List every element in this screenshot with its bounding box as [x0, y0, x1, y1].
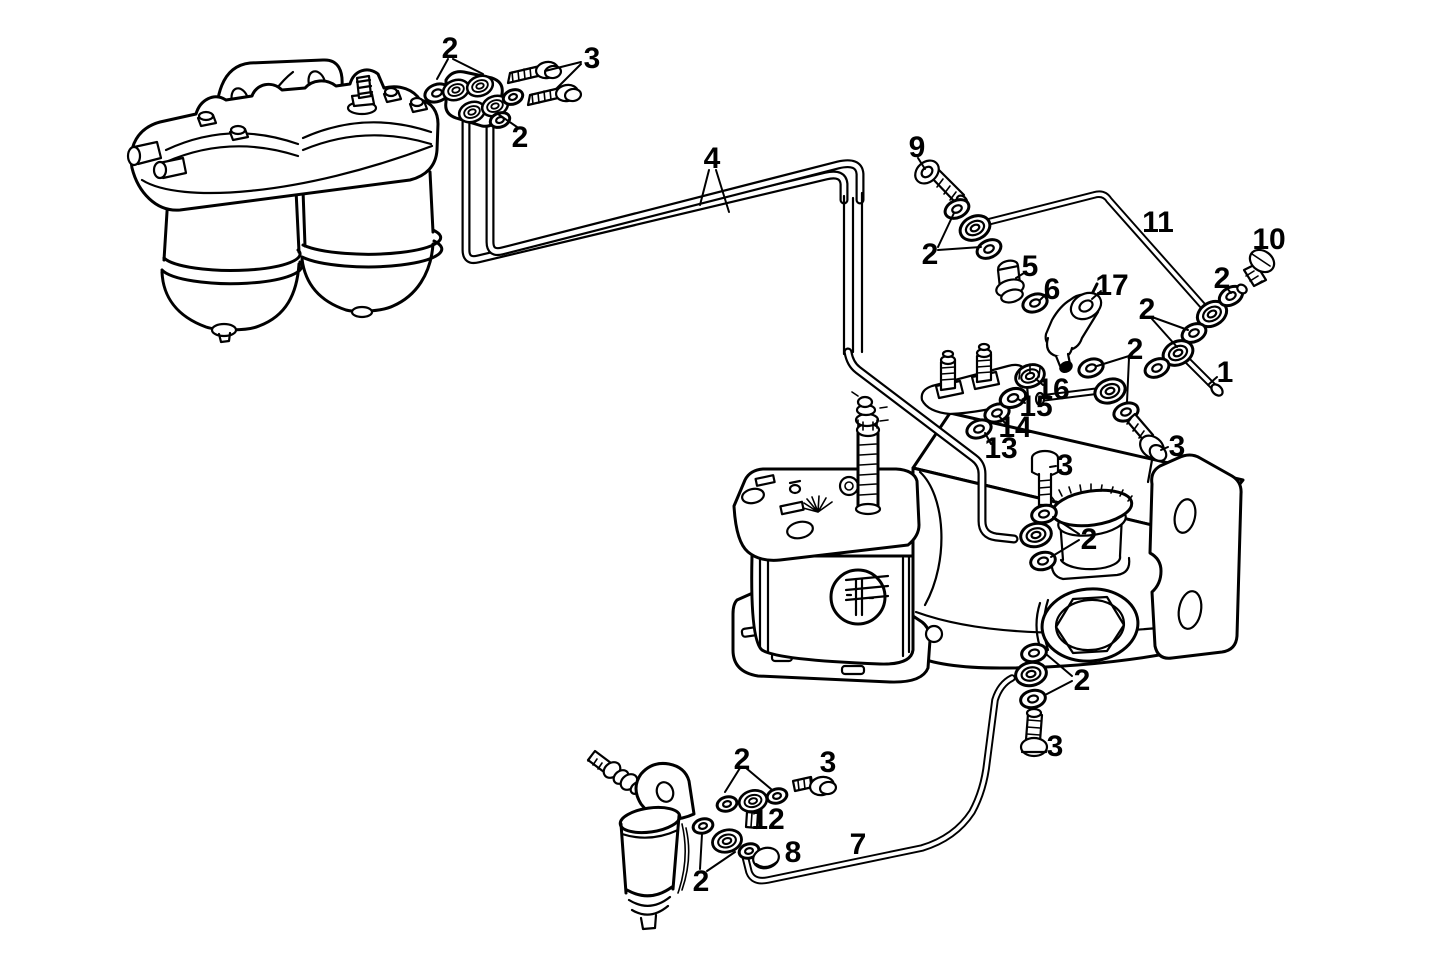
filter-canister-right [300, 170, 444, 319]
callout-label: 3 [820, 746, 837, 779]
link-pipe [1034, 387, 1102, 407]
sealing-washer [499, 85, 527, 109]
banjo-eye [1090, 373, 1130, 409]
callout-label: 11 [1142, 206, 1174, 239]
callout-label: 2 [442, 32, 459, 65]
prefilter-body [618, 805, 690, 931]
callout-labels: 2 3 2 4 9 11 10 2 5 2 6 17 2 2 16 1 15 1… [442, 32, 1286, 898]
banjo-bolt-3-prefilter [791, 775, 838, 797]
callout-label: 2 [1214, 262, 1231, 295]
leader-lines [436, 58, 1232, 872]
governor-housing [731, 467, 944, 684]
connector-12 [735, 786, 771, 830]
overflow-valve-17 [1044, 282, 1103, 374]
callout-label: 2 [922, 238, 939, 271]
callout-label: 2 [1127, 333, 1144, 366]
sealing-washer [1017, 686, 1049, 712]
fuel-pipe-7 [740, 674, 1016, 885]
callout-label: 16 [1036, 373, 1069, 406]
callout-label: 17 [1095, 269, 1128, 302]
callout-label: 12 [751, 803, 784, 836]
banjo-bolt-3a [506, 60, 563, 85]
plug-screw-10 [1236, 248, 1276, 295]
banjo-bolt-3-lower [1019, 707, 1049, 758]
callout-label: 3 [1057, 449, 1074, 482]
callout-label: 10 [1252, 223, 1285, 256]
callout-label: 7 [850, 828, 867, 861]
callout-label: 5 [1022, 250, 1039, 283]
sealing-washer [1074, 354, 1108, 382]
pump-mounting-flange [1146, 453, 1243, 660]
callout-label: 6 [1044, 273, 1061, 306]
return-pipe-11 [976, 190, 1207, 310]
callout-label: 2 [693, 865, 710, 898]
filter-head-bolts [196, 74, 429, 142]
sealing-washer [690, 815, 716, 837]
fuel-pipes-4 [461, 113, 1019, 544]
filter-canister-left [160, 188, 304, 344]
callout-label: 2 [1081, 523, 1098, 556]
callout-label: 1 [1217, 356, 1234, 389]
banjo-bolt-3b [526, 83, 583, 107]
union-5 [995, 259, 1025, 304]
sealing-washer [714, 793, 740, 815]
nut-16 [1011, 359, 1049, 393]
pre-filter-assembly [586, 749, 838, 931]
inlet-tower [851, 391, 889, 516]
callout-label: 3 [1169, 430, 1186, 463]
banjo-union-1 [1182, 355, 1224, 397]
callout-label: 3 [584, 42, 601, 75]
callout-label: 4 [704, 142, 721, 175]
callout-label: 9 [909, 131, 926, 164]
callout-label: 15 [1019, 390, 1052, 423]
callout-label: 14 [998, 411, 1032, 444]
hex-plug [1035, 587, 1140, 663]
injection-pump [731, 342, 1245, 684]
exploded-parts [420, 60, 1276, 758]
callout-label: 2 [1074, 664, 1091, 697]
callout-label: 2 [512, 121, 529, 154]
callout-label: 2 [1139, 293, 1156, 326]
filter-side-plugs [126, 140, 188, 180]
callout-label: 8 [785, 836, 802, 869]
callout-label: 13 [984, 432, 1017, 465]
plug-8 [752, 846, 780, 870]
dual-fuel-filter-assembly [126, 58, 444, 344]
callout-label: 2 [734, 743, 751, 776]
hatch-fan [802, 495, 833, 513]
callout-label: 3 [1047, 730, 1064, 763]
